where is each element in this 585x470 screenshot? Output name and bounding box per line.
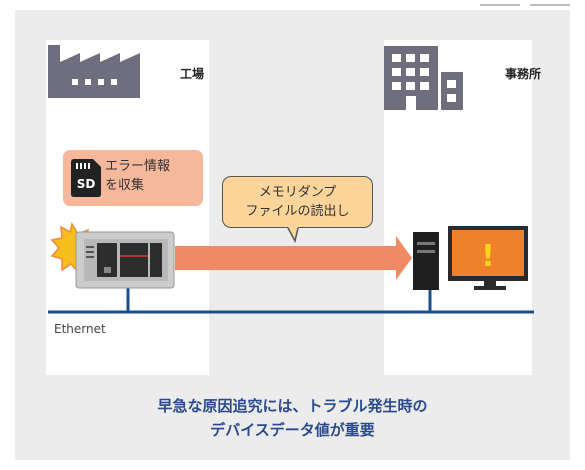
- balloon-line-1: メモリダンプ: [258, 185, 337, 200]
- sd-card-label: SD: [77, 177, 96, 191]
- note-line-1: エラー情報: [105, 159, 171, 174]
- ethernet-label: Ethernet: [54, 322, 106, 336]
- office-zone: [384, 40, 532, 375]
- caption-line-2: デバイスデータ値が重要: [210, 421, 375, 439]
- note-line-2: を収集: [105, 178, 145, 193]
- caption-line-1: 早急な原因追究には、トラブル発生時の: [157, 397, 428, 415]
- memory-dump-balloon: メモリダンプ ファイルの読出し: [222, 176, 373, 228]
- top-edge-mark: [530, 0, 570, 6]
- error-info-note: SD エラー情報 を収集: [63, 150, 203, 206]
- note-text: エラー情報 を収集: [105, 157, 170, 195]
- balloon-line-2: ファイルの読出し: [245, 204, 350, 219]
- top-edge-mark: [480, 0, 520, 6]
- caption: 早急な原因追究には、トラブル発生時の デバイスデータ値が重要: [15, 394, 570, 442]
- factory-label: 工場: [180, 67, 205, 81]
- sd-card-icon: SD: [71, 159, 101, 197]
- office-label: 事務所: [505, 67, 542, 81]
